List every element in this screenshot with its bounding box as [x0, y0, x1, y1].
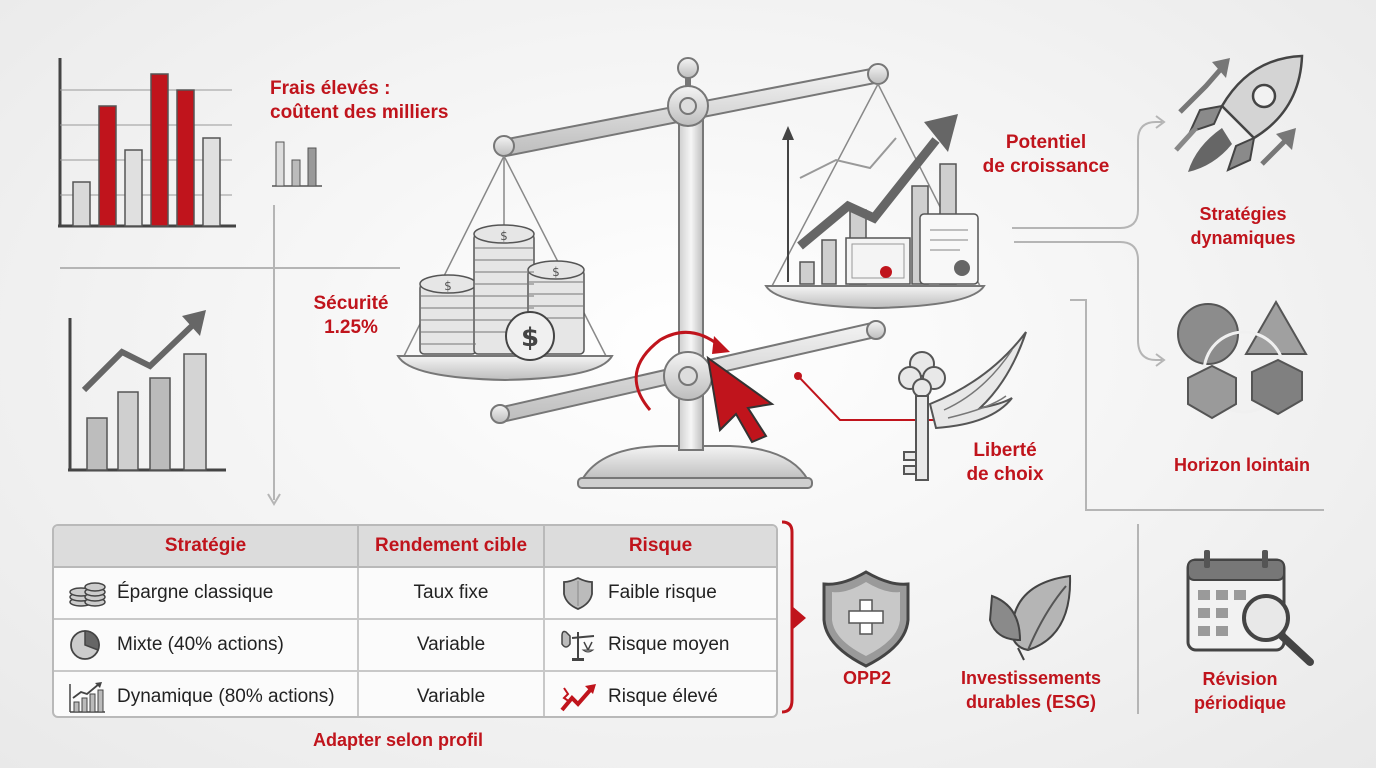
- header-strategy: Stratégie: [54, 526, 359, 568]
- risk-value: Risque moyen: [608, 634, 730, 655]
- label-growth: Potentiel de croissance: [982, 132, 1110, 177]
- label-opp2: OPP2: [842, 668, 892, 688]
- label-horizon: Horizon lointain: [1174, 455, 1310, 475]
- svg-text:$: $: [500, 229, 508, 243]
- svg-text:$: $: [444, 279, 452, 293]
- label-fees: Frais élevés : coûtent des milliers: [270, 78, 449, 123]
- strategy-name: Épargne classique: [117, 582, 274, 603]
- strategy-table: Stratégie Rendement cible Risque Épargne…: [52, 524, 778, 718]
- table-row: Dynamique (80% actions) Variable Risque …: [54, 671, 776, 716]
- growth-chart-icon: [67, 680, 107, 714]
- shield-icon: [558, 576, 598, 610]
- trend-arrow-icon: [558, 680, 598, 714]
- rocket-icon: [1174, 54, 1304, 172]
- yield-value: Variable: [416, 634, 486, 655]
- table-row: Mixte (40% actions) Variable Risque moye…: [54, 619, 776, 672]
- header-yield: Rendement cible: [358, 526, 545, 568]
- shapes-icon: [1177, 299, 1308, 420]
- label-review: Révision périodique: [1193, 669, 1286, 713]
- label-adapt: Adapter selon profil: [312, 730, 483, 750]
- strategy-name: Mixte (40% actions): [117, 634, 284, 655]
- svg-text:$: $: [521, 323, 539, 353]
- leaf-icon: [988, 574, 1072, 661]
- label-dynamic: Stratégies dynamiques: [1190, 204, 1296, 248]
- label-esg: Investissements durables (ESG): [960, 668, 1102, 712]
- label-freedom: Liberté de choix: [966, 440, 1044, 485]
- yield-value: Taux fixe: [413, 582, 489, 603]
- balance-icon: [558, 628, 598, 662]
- table-row: Épargne classique Taux fixe Faible risqu…: [54, 567, 776, 620]
- label-security: Sécurité 1.25%: [313, 293, 389, 338]
- risk-value: Faible risque: [608, 582, 717, 603]
- risk-value: Risque élevé: [608, 686, 718, 707]
- strategy-name: Dynamique (80% actions): [117, 686, 335, 707]
- mini-bar-chart-icon: [272, 141, 322, 187]
- coins-icon: [67, 576, 107, 610]
- table-header-row: Stratégie Rendement cible Risque: [54, 526, 776, 568]
- shield-plus-icon: [822, 570, 910, 668]
- calendar-search-icon: [1186, 550, 1314, 666]
- svg-text:$: $: [552, 265, 560, 279]
- yield-value: Variable: [416, 686, 486, 707]
- pie-chart-icon: [67, 628, 107, 662]
- header-risk: Risque: [544, 526, 776, 568]
